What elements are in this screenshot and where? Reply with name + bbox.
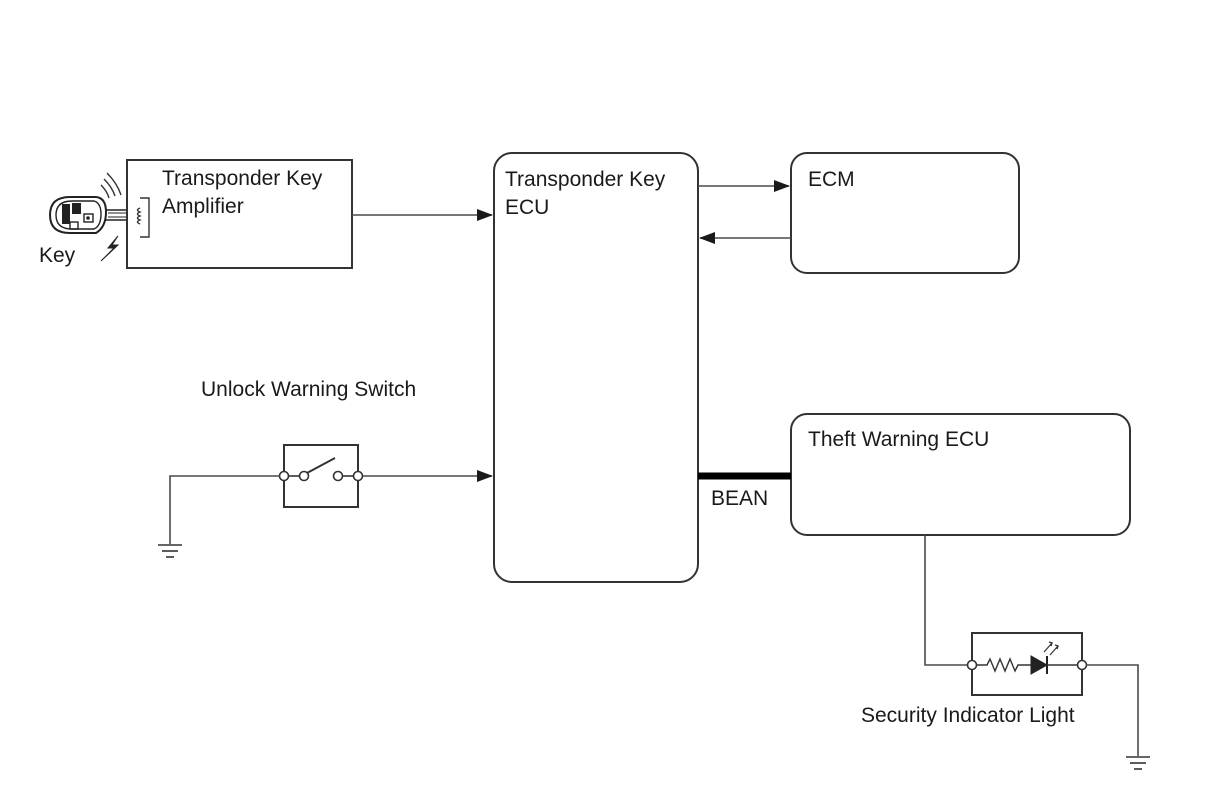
signal-waves-icon [100,172,122,199]
theft-warning-ecu-block: Theft Warning ECU [790,413,1131,536]
ground-icon [1126,756,1150,770]
ground-icon [158,544,182,558]
resistor-icon [976,657,1031,673]
amplifier-title-line1: Transponder Key [162,167,323,190]
amplifier-title-line2: Amplifier [162,195,244,218]
ecm-title: ECM [808,168,855,191]
transponder-ecu-title-line2: ECU [505,196,549,219]
bean-label: BEAN [711,487,768,510]
amplifier-block: Transponder Key Amplifier [126,159,353,269]
switch-icon [278,444,364,508]
indicator-light-label: Security Indicator Light [861,704,1075,727]
theft-ecu-to-indicator-wire [924,535,968,666]
transponder-key-ecu-block: Transponder Key ECU [493,152,699,583]
lightning-icon [100,235,120,262]
unlock-switch-label: Unlock Warning Switch [201,378,416,401]
coil-icon [136,197,150,238]
switch-ground-wire [169,475,280,544]
transponder-ecu-title-line1: Transponder Key [505,168,666,191]
ecm-block: ECM [790,152,1020,274]
indicator-light-block [966,632,1088,696]
key-label: Key [39,244,76,267]
indicator-ground-wire [1086,664,1139,756]
theft-ecu-title: Theft Warning ECU [808,428,989,451]
led-icon [1030,641,1078,675]
key-fob-icon [48,196,129,234]
